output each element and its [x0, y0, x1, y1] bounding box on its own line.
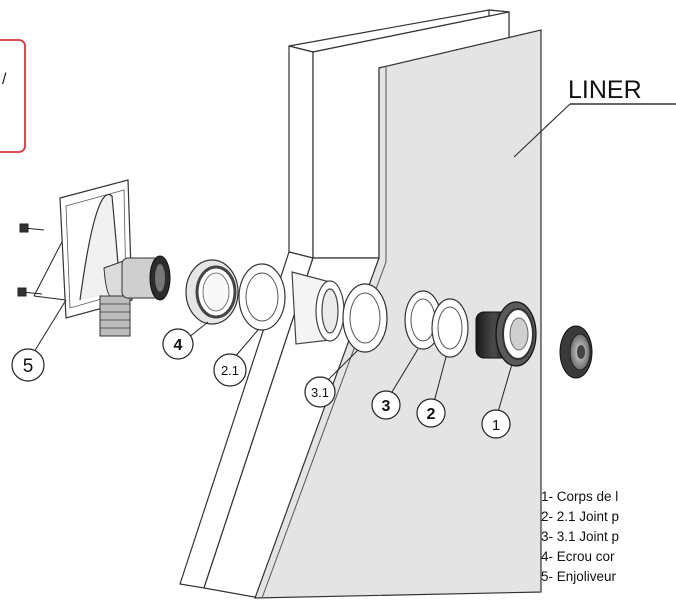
note-box: / [0, 39, 26, 153]
wall-pipe-stub [291, 271, 345, 345]
screw-icon [17, 223, 45, 297]
svg-text:2: 2 [427, 406, 436, 423]
svg-text:2.1: 2.1 [221, 363, 239, 378]
callout-2-1: 2.1 [213, 353, 247, 387]
legend-item-4: 4- Ecrou cor [541, 549, 615, 564]
part-5-elbow-assembly [17, 179, 171, 337]
part-3-1-gasket [342, 283, 388, 353]
svg-text:5: 5 [23, 356, 34, 377]
callout-3: 3 [371, 390, 401, 420]
callout-leaders [33, 299, 513, 413]
callout-3-1: 3.1 [304, 376, 336, 408]
svg-text:3.1: 3.1 [311, 385, 329, 400]
legend-item-5: 5- Enjoliveur [541, 569, 617, 584]
callout-4: 4 [162, 328, 194, 360]
svg-text:3: 3 [382, 398, 391, 415]
svg-text:4: 4 [174, 337, 183, 354]
face-plate-cover [559, 325, 593, 379]
part-4-lock-nut [185, 259, 239, 325]
callout-1: 1 [481, 409, 511, 439]
legend-item-1: 1- Corps de l [541, 489, 619, 504]
note-box-text: / [2, 71, 7, 88]
callout-5: 5 [11, 348, 45, 382]
part-2-1-gasket [238, 263, 286, 331]
legend-item-3: 3- 3.1 Joint p [541, 529, 620, 544]
liner-label: LINER [568, 76, 642, 104]
callout-2: 2 [416, 398, 446, 428]
parts-legend: 1- Corps de l 2- 2.1 Joint p 3- 3.1 Join… [541, 487, 676, 601]
legend-item-2: 2- 2.1 Joint p [541, 509, 620, 524]
svg-text:1: 1 [492, 417, 500, 434]
part-2-gasket [431, 298, 469, 358]
part-1-fitting-body [475, 301, 537, 367]
